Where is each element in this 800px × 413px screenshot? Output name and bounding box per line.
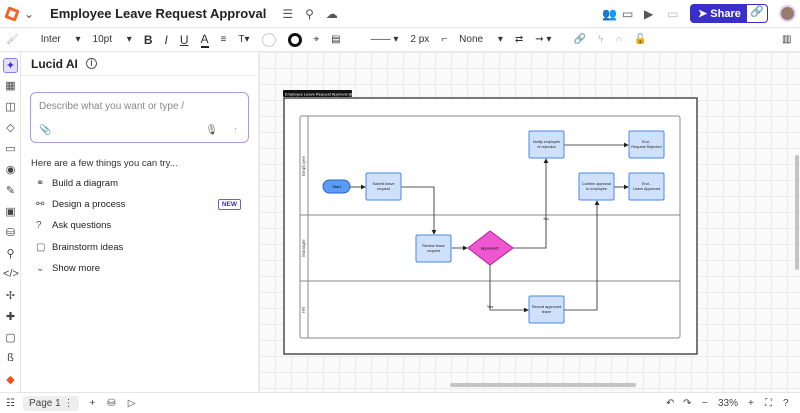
shapes-library-icon[interactable]: ◫ <box>5 101 16 113</box>
help-icon[interactable]: ? <box>783 397 789 409</box>
copy-link-icon[interactable]: 🔗 <box>747 5 767 22</box>
arrow-start-select[interactable]: None ▾ <box>459 34 503 45</box>
arrow-end-select[interactable]: ➞ ▾ <box>535 34 552 45</box>
code-icon[interactable]: </> <box>3 268 19 280</box>
bold-icon[interactable]: B <box>143 32 153 47</box>
align-icon[interactable]: ≡ <box>220 34 227 45</box>
zoom-in-icon[interactable]: + <box>748 397 754 409</box>
redo-icon[interactable]: ↷ <box>683 397 692 409</box>
zoom-out-icon[interactable]: − <box>702 397 708 409</box>
sparkle-ai-icon[interactable]: ✦ <box>3 58 18 73</box>
swap-arrows-icon[interactable]: ⇄ <box>514 34 524 45</box>
page-list-icon[interactable]: ☷ <box>6 397 15 409</box>
document-title[interactable]: Employee Leave Request Approval <box>50 6 267 21</box>
share-button[interactable]: ➤ Share 🔗 <box>690 4 768 23</box>
lucid-logo-icon[interactable] <box>4 5 20 22</box>
text-color-icon[interactable]: A <box>200 31 209 48</box>
left-tool-rail: ✦ ▦ ◫ ◇ ▭ ◉ ✎ ▣ ⛁ ⚲ </> ✢ ✚ ▢ ß ◆ <box>0 52 21 392</box>
undo-icon[interactable]: ↶ <box>666 397 675 409</box>
suggestion-build-diagram[interactable]: ⚭Build a diagram <box>36 178 119 189</box>
fit-screen-icon[interactable]: ⛶ <box>765 397 772 409</box>
send-icon: ➤ <box>698 8 711 20</box>
draw-icon[interactable]: ✎ <box>5 185 16 197</box>
avatar[interactable] <box>779 5 796 22</box>
add-page-icon[interactable]: + <box>89 397 96 409</box>
data-icon[interactable]: ◉ <box>5 164 16 176</box>
format-painter-icon[interactable]: 🖌 <box>6 34 19 45</box>
menu-icon[interactable]: ☰ <box>282 6 294 21</box>
send-arrow-icon[interactable]: ↑ <box>233 125 238 136</box>
action-icon[interactable]: ϟ <box>597 34 604 45</box>
integration-icon[interactable]: ✢ <box>5 290 16 302</box>
chevron-down-icon[interactable]: ⌄ <box>24 6 35 21</box>
process-icon: ⚯ <box>36 199 45 210</box>
lock-icon[interactable]: 🔓 <box>634 34 647 45</box>
comment-icon[interactable]: ▭ <box>622 6 634 21</box>
b-app-icon[interactable]: ß <box>7 352 14 364</box>
suggestion-brainstorm[interactable]: ▢Brainstorm ideas <box>36 242 124 253</box>
database-icon[interactable]: ⛁ <box>5 227 16 239</box>
image-icon[interactable]: ▣ <box>5 206 16 218</box>
format-toolbar: 🖌 Inter ▾ 10pt ▾ B I U A ≡ T▾ ⌖ ▤ —— ▾ 2… <box>0 28 800 52</box>
question-icon: ? <box>36 220 42 231</box>
line-color-icon[interactable] <box>287 32 302 47</box>
info-icon[interactable]: i <box>85 58 97 69</box>
embed-icon[interactable]: ▢ <box>5 332 16 344</box>
magnet-icon[interactable]: ∩ <box>615 34 623 45</box>
share-label: ➤ Share <box>698 8 741 20</box>
new-badge: NEW <box>217 199 241 210</box>
diagram-icon: ⚭ <box>36 178 45 189</box>
rocket-icon[interactable]: ⚲ <box>6 248 15 260</box>
lucid-ai-panel: Lucid AI i Describe what you want or type… <box>21 52 259 392</box>
horizontal-scrollbar[interactable] <box>450 383 636 387</box>
style-icon[interactable]: ▤ <box>331 34 341 45</box>
templates-icon[interactable]: ▦ <box>5 80 16 92</box>
panel-toggle-icon[interactable]: ▥ <box>782 34 792 45</box>
shapes-icon[interactable]: ◇ <box>6 122 15 134</box>
shape-options-icon[interactable]: ⌖ <box>313 34 320 45</box>
cloud-saved-icon[interactable]: ☁ <box>325 6 338 21</box>
page-tab[interactable]: Page 1 ⋮ <box>22 395 80 411</box>
top-bar: ⌄ Employee Leave Request Approval ☰ ⚲ ☁ … <box>0 0 800 28</box>
sticky-note-icon: ▢ <box>36 242 46 253</box>
attach-icon[interactable]: 📎 <box>39 125 52 136</box>
collaborators-icon[interactable]: 👥 <box>602 6 617 21</box>
connector-type-icon[interactable]: ⌐ <box>441 34 448 45</box>
panel-title: Lucid AI <box>31 56 78 71</box>
frame-icon[interactable]: ▭ <box>5 143 16 155</box>
chevron-down-icon: ⌄ <box>36 263 45 274</box>
line-style-select[interactable]: —— ▾ <box>370 34 399 45</box>
puzzle-icon[interactable]: ✚ <box>5 311 16 323</box>
suggestion-ask-questions[interactable]: ?Ask questions <box>36 220 112 231</box>
show-more-button[interactable]: ⌄Show more <box>36 263 101 274</box>
zoom-level[interactable]: 33% <box>718 397 739 409</box>
link-icon[interactable]: 🔗 <box>573 34 586 45</box>
figma-icon[interactable]: ◆ <box>6 374 15 386</box>
font-size-select[interactable]: 10pt ▾ <box>92 34 132 45</box>
font-select[interactable]: Inter ▾ <box>40 34 81 45</box>
video-icon[interactable]: ▭ <box>667 6 679 21</box>
stroke-width-select[interactable]: 2 px <box>410 34 430 45</box>
fill-color-icon[interactable] <box>261 32 276 47</box>
microphone-icon[interactable]: 🎙 <box>205 125 218 136</box>
presentation-icon[interactable]: ▷ <box>127 397 136 409</box>
layers-icon[interactable]: ⛁ <box>107 397 116 409</box>
text-options-icon[interactable]: T▾ <box>238 34 250 45</box>
bottom-bar: ☷ Page 1 ⋮ + ⛁ ▷ ↶ ↷ − 33% + ⛶ ? <box>0 392 800 413</box>
hint-text: Here are a few things you can try... <box>31 158 178 169</box>
binoculars-icon[interactable]: ⚲ <box>305 6 314 21</box>
prompt-placeholder: Describe what you want or type / <box>39 101 185 112</box>
ai-prompt-input[interactable]: Describe what you want or type / 📎 🎙 ↑ <box>30 92 249 143</box>
canvas[interactable] <box>259 52 800 392</box>
present-icon[interactable]: ▶ <box>644 6 654 21</box>
italic-icon[interactable]: I <box>164 32 168 47</box>
vertical-scrollbar[interactable] <box>795 155 799 270</box>
underline-icon[interactable]: U <box>179 32 189 47</box>
